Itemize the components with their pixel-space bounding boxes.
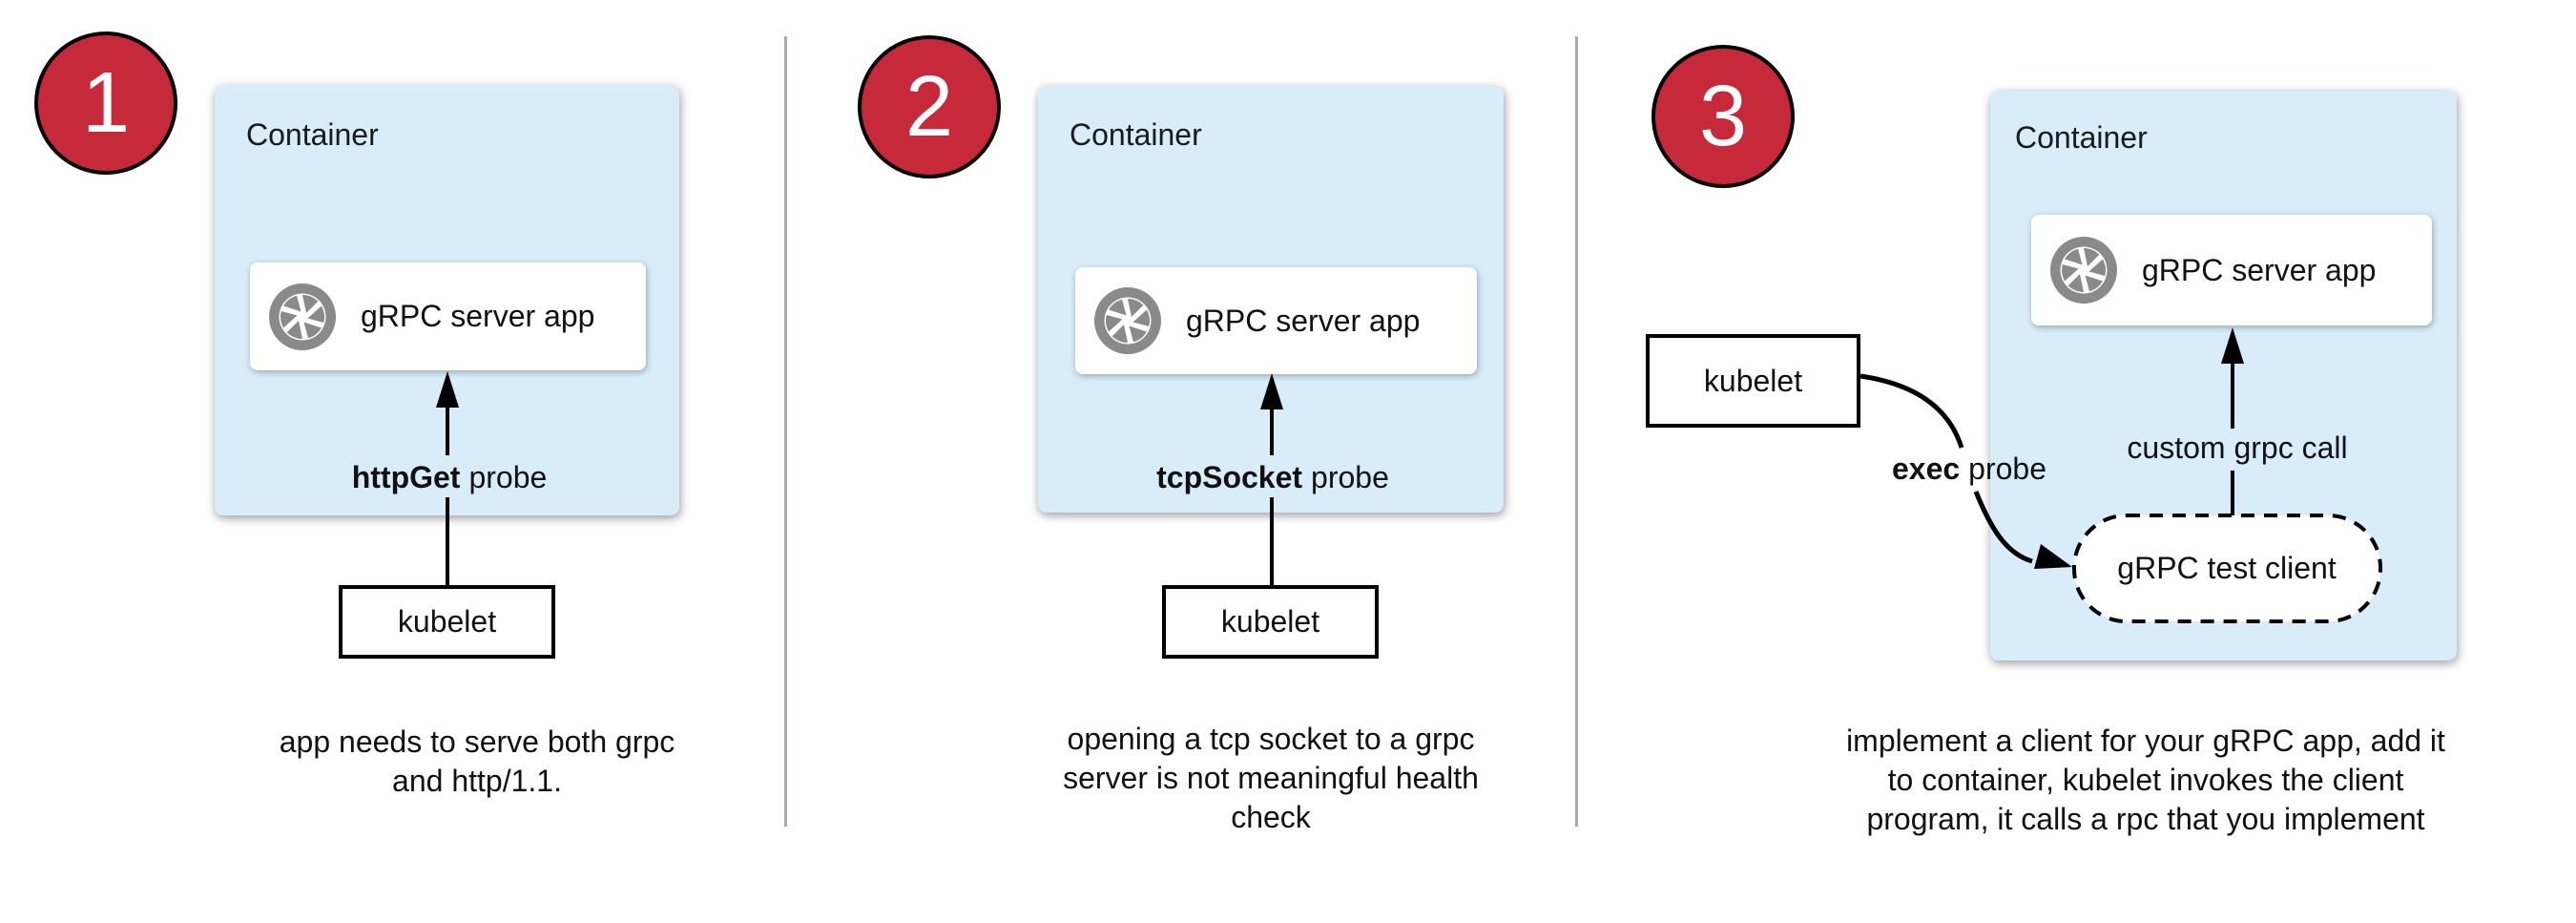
probe-type-2: tcpSocket (1156, 460, 1303, 494)
grpc-server-app-box-1: gRPC server app (250, 262, 646, 370)
grpc-server-app-box-2: gRPC server app (1075, 267, 1477, 374)
kubelet-label-1: kubelet (397, 604, 497, 639)
kubelet-box-1: kubelet (339, 585, 555, 659)
step-badge-1: 1 (34, 31, 177, 175)
grpc-test-client-label: gRPC test client (2117, 551, 2337, 585)
step-number-2: 2 (904, 59, 954, 155)
aperture-icon (2050, 237, 2117, 304)
step-badge-3: 3 (1652, 45, 1795, 188)
custom-grpc-call-label: custom grpc call (2127, 430, 2348, 465)
container-label-1: Container (246, 117, 379, 152)
kubelet-label-3: kubelet (1703, 363, 1803, 398)
panel-divider-1 (784, 36, 787, 827)
kubelet-box-3: kubelet (1646, 334, 1860, 428)
grpc-server-app-box-3: gRPC server app (2031, 215, 2432, 325)
probe-type-3: exec (1891, 451, 1961, 486)
grpc-server-app-label-1: gRPC server app (361, 299, 595, 333)
curved-arrow-line (1859, 373, 1964, 449)
probe-type-1: httpGet (351, 460, 461, 494)
grpc-server-app-label-2: gRPC server app (1186, 303, 1421, 338)
kubelet-label-2: kubelet (1220, 604, 1320, 639)
caption-1: app needs to serve both grpc and http/1.… (279, 724, 675, 798)
grpc-server-app-label-3: gRPC server app (2142, 252, 2377, 287)
panel-divider-2 (1575, 36, 1578, 827)
container-label-3: Container (2015, 120, 2148, 155)
kubelet-box-2: kubelet (1162, 585, 1379, 659)
aperture-icon (1094, 287, 1161, 354)
caption-3: implement a client for your gRPC app, ad… (1846, 724, 2445, 836)
step-number-1: 1 (81, 55, 131, 151)
aperture-icon (269, 283, 336, 350)
step-number-3: 3 (1698, 69, 1748, 164)
container-label-2: Container (1070, 117, 1202, 152)
caption-2: opening a tcp socket to a grpc server is… (1063, 722, 1479, 834)
step-badge-2: 2 (858, 35, 1001, 178)
